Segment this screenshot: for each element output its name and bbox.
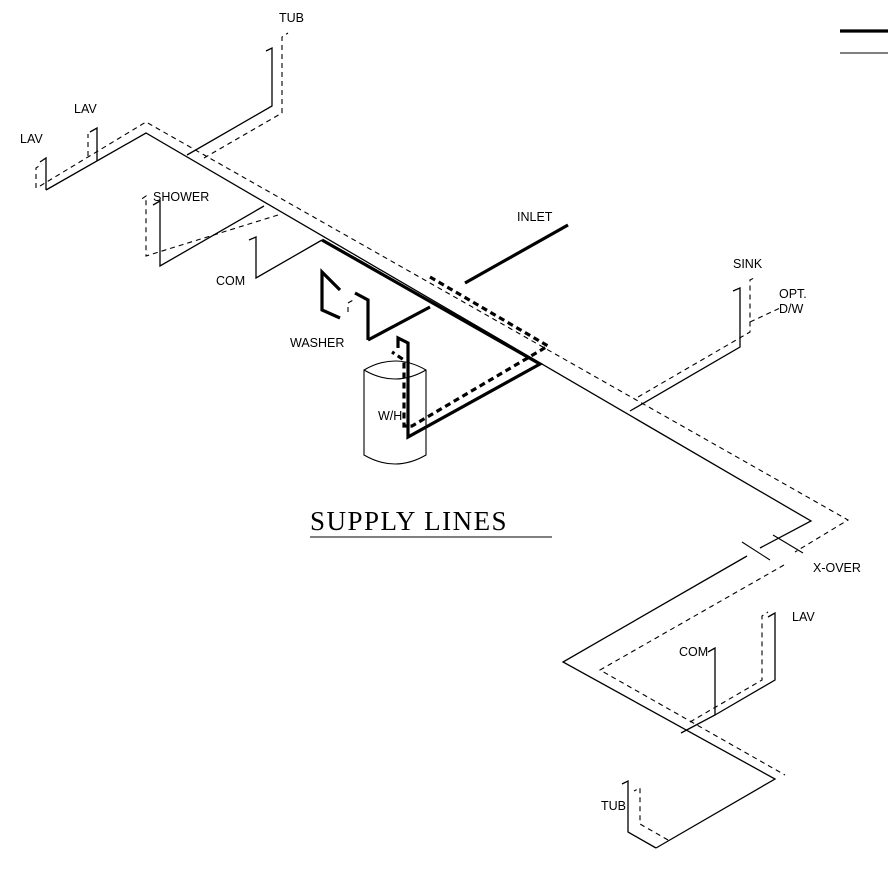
label-x-over: X-OVER [813,561,861,575]
hot-water-supply [35,32,850,841]
label-com-left: COM [216,274,245,288]
label-sink: SINK [733,257,763,271]
water-heater-tank [363,360,427,465]
label-inlet: INLET [517,210,553,224]
label-tub-bottom: TUB [601,799,626,813]
legend-mark [840,29,888,54]
x-over-break [741,534,804,561]
label-lav-lower: LAV [792,610,815,624]
label-lav-2: LAV [74,102,97,116]
cold-water-supply [39,46,813,849]
label-com-lower: COM [679,645,708,659]
diagram-title: SUPPLY LINES [310,506,508,536]
label-washer: WASHER [290,336,344,350]
label-water-heater: W/H [378,409,402,423]
label-opt-line2: D/W [779,302,804,316]
label-lav-1: LAV [20,132,43,146]
label-shower: SHOWER [153,190,209,204]
label-tub-top: TUB [279,11,304,25]
label-opt-line1: OPT. [779,287,807,301]
main-inlet-heavy [320,223,569,440]
